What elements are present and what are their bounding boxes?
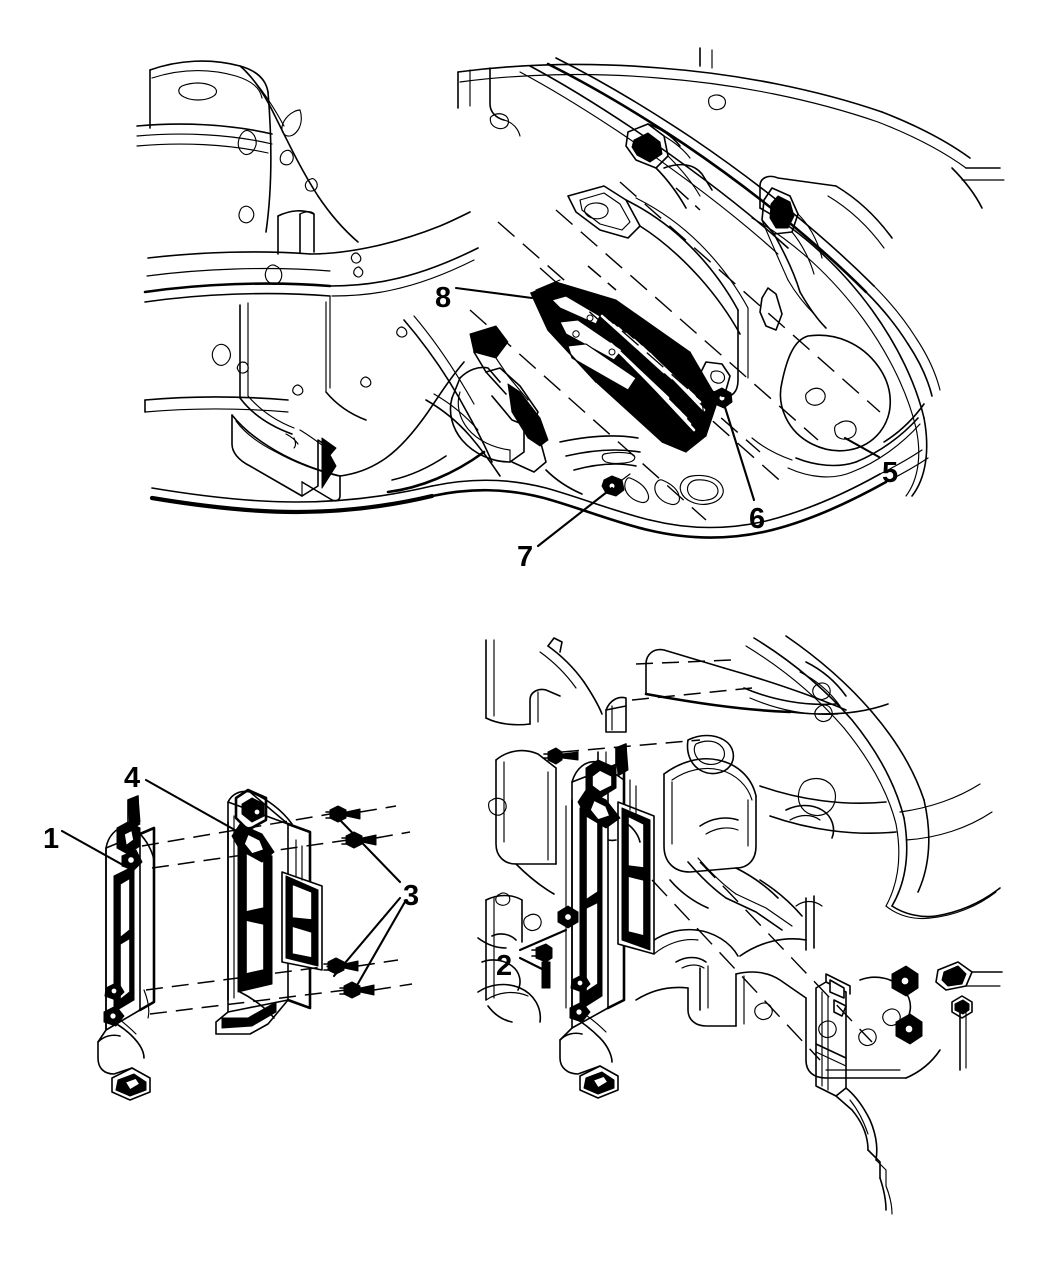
lower-frame-rail (149, 449, 929, 539)
installed-module-bracket (559, 743, 655, 1099)
engine-bay-center-structure (635, 734, 1003, 1079)
assembly-alignment-lines-upper (469, 181, 881, 521)
wiring-connector-plug (449, 325, 549, 473)
leader-3a (336, 816, 402, 884)
callout-number-2: 2 (496, 950, 512, 982)
leader-4 (144, 778, 244, 836)
callout-number-7: 7 (517, 541, 533, 573)
leader-6 (722, 402, 756, 502)
leader-1 (60, 829, 134, 872)
callout-number-3: 3 (403, 880, 419, 912)
callout-number-1: 1 (43, 823, 59, 855)
center-mount-plate (545, 435, 724, 506)
lower-right-installed-view (477, 635, 1003, 1215)
callout-leaders-lower-left (60, 778, 408, 996)
upper-view-engine-compartment (136, 47, 1005, 548)
screw-upper-left-right-view (543, 747, 579, 765)
screw-top-2 (341, 831, 377, 849)
cowl-upper-rail (457, 47, 1005, 397)
part-8-engine-control-module (530, 279, 719, 453)
assembly-alignment-lines-lower-left (141, 805, 413, 1015)
screw-top-1 (325, 805, 361, 823)
module-carrier-bracket (567, 123, 749, 398)
part-1-mounting-bracket (97, 795, 156, 1101)
callout-leaders-upper (454, 286, 881, 548)
leader-7 (536, 486, 614, 548)
part-3-screws (323, 805, 377, 999)
leader-3b (332, 896, 402, 978)
leader-2a (518, 928, 568, 952)
leader-2b (518, 956, 546, 972)
callout-number-5: 5 (882, 457, 898, 489)
inner-fender-panel (136, 60, 359, 243)
leader-3c (350, 898, 408, 996)
callout-number-8: 8 (435, 282, 451, 314)
callout-leaders-lower-right (518, 928, 568, 972)
callout-number-4: 4 (124, 762, 140, 794)
center-structure (385, 315, 501, 494)
leader-8 (454, 286, 534, 300)
fender-shelf-rail (143, 210, 479, 435)
callout-number-6: 6 (749, 503, 765, 535)
leader-5 (843, 436, 881, 459)
part-4-powertrain-control-module (215, 788, 323, 1035)
lower-left-exploded-view (60, 778, 413, 1101)
assembly-alignment-lines-lower-right (561, 659, 873, 1061)
front-apron-structure (644, 635, 1001, 920)
nut-small-right-view (557, 905, 579, 929)
wiring-harness-connector (815, 973, 893, 1215)
callout-labels: 1 2 3 4 5 6 7 8 (43, 282, 898, 982)
part-2-screw-bracket-to-rail (531, 943, 553, 989)
